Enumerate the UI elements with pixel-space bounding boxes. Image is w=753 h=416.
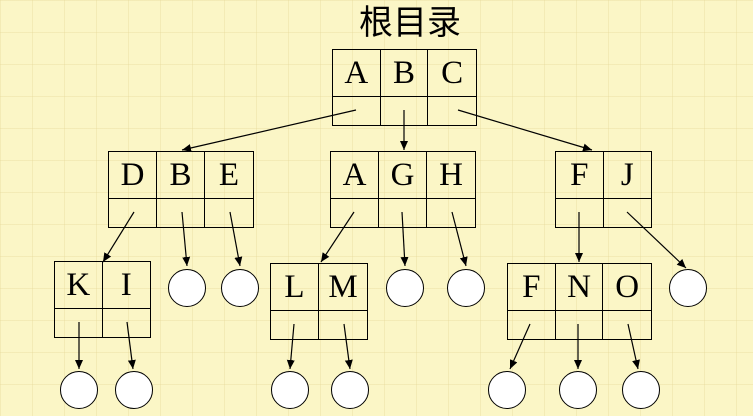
node-label: A — [331, 152, 379, 198]
directory-node-dbe: D B E — [108, 151, 254, 228]
node-label: C — [441, 55, 464, 91]
arrow-j-to-circle — [626, 211, 687, 269]
pointer-cell — [205, 198, 253, 228]
diagram-title: 根目录 — [359, 3, 461, 43]
pointer-cell — [55, 308, 103, 338]
pointer-cell — [380, 96, 429, 126]
node-label: H — [439, 157, 463, 193]
pointer-cell — [157, 198, 205, 228]
pointer-cell — [556, 198, 604, 228]
node-label: B — [157, 152, 205, 198]
pointer-cell — [508, 310, 556, 340]
pointer-cell — [428, 96, 476, 126]
leaf-node-circle — [221, 269, 259, 307]
arrow-root-a-to-dbe — [181, 109, 357, 152]
node-label: J — [620, 157, 634, 193]
node-label: O — [615, 269, 640, 305]
arrow-o-to-circle — [627, 323, 640, 370]
node-label: M — [328, 269, 358, 305]
node-label: K — [55, 262, 103, 308]
pointer-cell — [109, 198, 157, 228]
pointer-cell — [603, 310, 651, 340]
pointer-cell — [271, 310, 319, 340]
directory-node-fj: F J — [555, 151, 652, 228]
leaf-node-circle — [559, 371, 597, 409]
pointer-cell — [331, 198, 379, 228]
arrow-i-to-circle — [126, 321, 136, 370]
node-label: A — [333, 50, 381, 96]
node-label: F — [508, 264, 556, 310]
node-label: L — [271, 264, 319, 310]
directory-node-fno: F N O — [507, 263, 652, 340]
leaf-node-circle — [271, 371, 309, 409]
node-label: G — [379, 152, 427, 198]
leaf-node-circle — [60, 371, 98, 409]
directory-node-agh: A G H — [330, 151, 476, 228]
node-label: N — [556, 264, 604, 310]
leaf-node-circle — [669, 269, 707, 307]
pointer-cell — [555, 310, 604, 340]
pointer-cell — [379, 198, 427, 228]
root-directory-node: A B C — [332, 49, 477, 126]
arrow-root-c-to-fj — [457, 109, 593, 152]
arrow-m-to-circle — [343, 323, 353, 370]
node-label: B — [381, 50, 429, 96]
node-label: D — [109, 152, 157, 198]
leaf-node-circle — [622, 371, 660, 409]
leaf-node-circle — [488, 371, 526, 409]
pointer-cell — [333, 96, 381, 126]
directory-node-ki: K I — [54, 261, 151, 338]
node-label: F — [556, 152, 604, 198]
arrow-h-to-circle — [451, 211, 468, 267]
leaf-node-circle — [168, 269, 206, 307]
arrow-e-to-circle — [229, 211, 243, 267]
pointer-cell — [427, 198, 475, 228]
arrow-a-to-lm — [320, 211, 355, 263]
leaf-node-circle — [386, 269, 424, 307]
arrow-g-to-circle — [400, 211, 409, 267]
arrow-d-to-ki — [102, 211, 135, 263]
pointer-cell — [102, 308, 150, 338]
arrow-b-to-circle — [181, 211, 191, 267]
leaf-node-circle — [331, 371, 369, 409]
pointer-cell — [603, 198, 651, 228]
node-label: I — [120, 267, 132, 303]
directory-node-lm: L M — [270, 263, 368, 340]
arrow-f2-to-circle — [509, 323, 531, 370]
node-label: E — [218, 157, 240, 193]
arrow-l-to-circle — [286, 323, 295, 370]
leaf-node-circle — [447, 269, 485, 307]
leaf-node-circle — [115, 371, 153, 409]
pointer-cell — [319, 310, 367, 340]
